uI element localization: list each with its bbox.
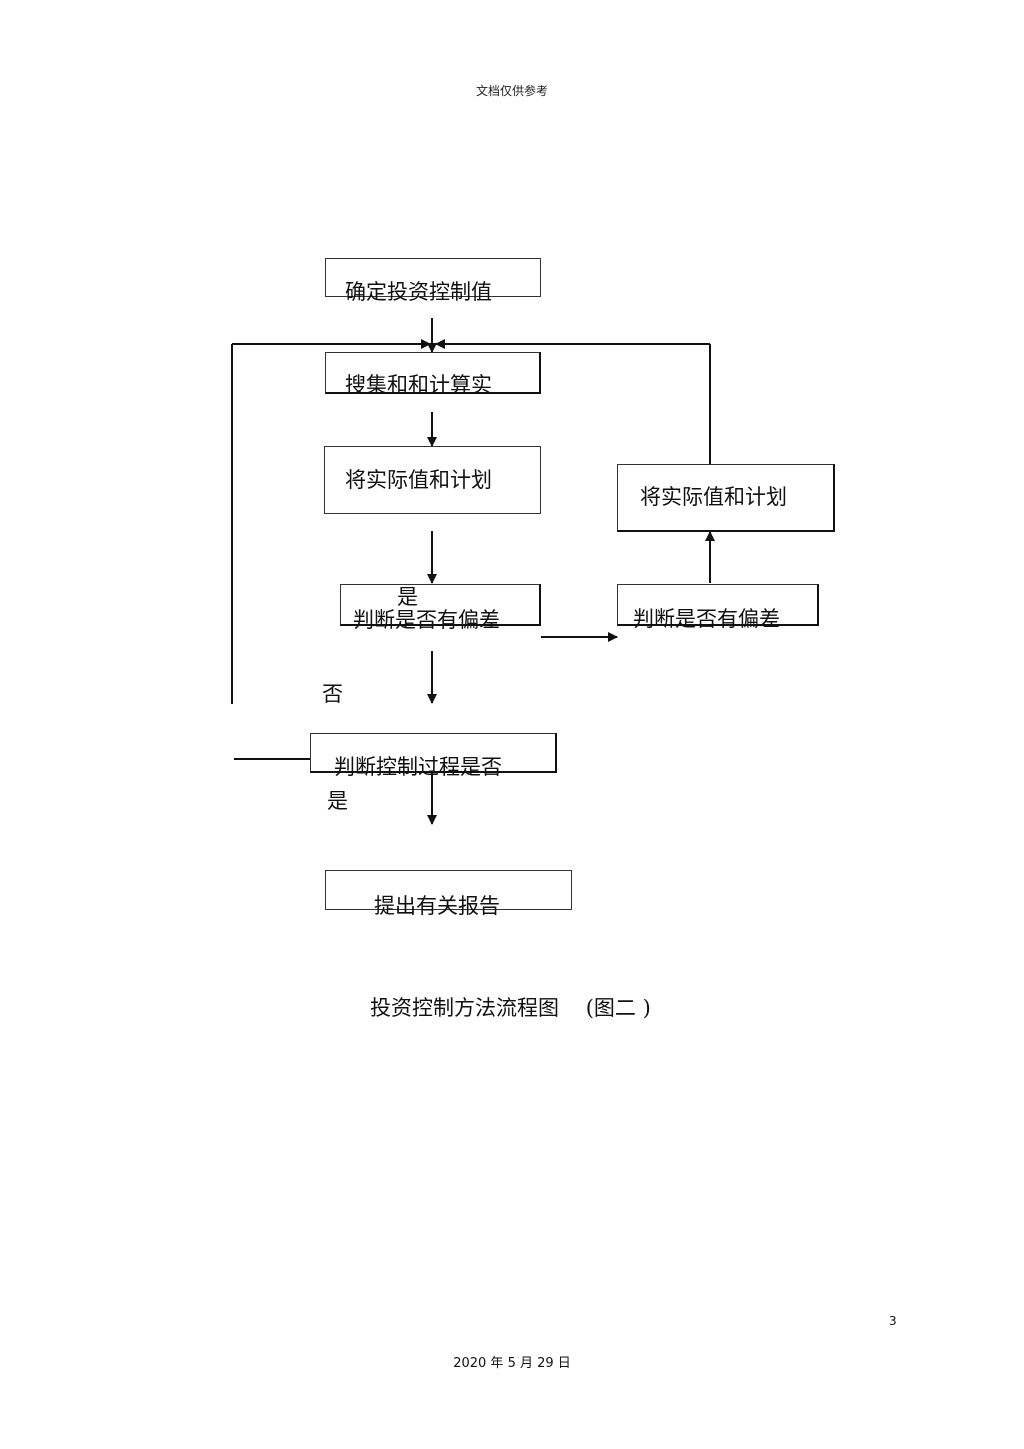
node-compare-left-box (324, 446, 541, 514)
node-compare-right-label: 将实际值和计划 (640, 485, 787, 509)
node-report-box (325, 870, 572, 910)
node-judge-deviation-right-label: 判断是否有偏差 (633, 607, 780, 631)
node-compare-right-box (617, 464, 835, 532)
page-header: 文档仅供参考 (475, 84, 548, 98)
edge-label-yes-top: 是 (397, 585, 418, 609)
edge-label-yes-bottom: 是 (327, 789, 348, 813)
node-judge-process-label: 判断控制过程是否 (334, 755, 502, 779)
node-compare-left-label: 将实际值和计划 (345, 468, 492, 492)
node-judge-process-box (310, 733, 557, 773)
node-collect-compute-label: 搜集和和计算实 (345, 373, 492, 397)
node-report-label: 提出有关报告 (374, 894, 500, 918)
node-judge-deviation-left-label: 判断是否有偏差 (353, 608, 500, 632)
page-number: 3 (889, 1314, 897, 1328)
node-judge-deviation-left-box (340, 584, 541, 626)
node-determine-value-label: 确定投资控制值 (345, 280, 492, 304)
node-collect-compute-box (325, 352, 541, 394)
diagram-caption: 投资控制方法流程图 (图二 ) (370, 996, 651, 1020)
node-judge-deviation-right-box (617, 584, 819, 626)
page-footer-date: 2020 年 5 月 29 日 (453, 1356, 571, 1371)
node-determine-value-box (325, 258, 541, 297)
edge-label-no: 否 (322, 682, 343, 706)
